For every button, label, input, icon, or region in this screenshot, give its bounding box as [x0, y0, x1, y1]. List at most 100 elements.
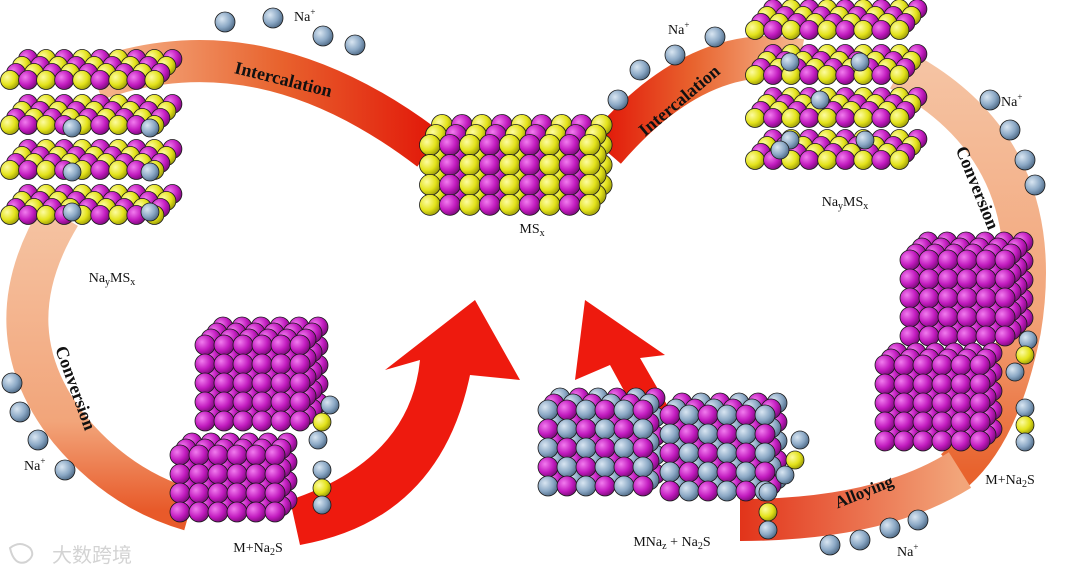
sodium-atom	[697, 423, 719, 445]
sodium-atom	[262, 7, 284, 29]
metal-atom	[251, 372, 273, 394]
sodium-atom	[1024, 174, 1046, 196]
sulfur-atom	[578, 193, 601, 216]
sulfur-atom	[745, 65, 765, 85]
sulfur-atom	[36, 205, 56, 225]
metal-atom	[518, 173, 541, 196]
metal-atom	[931, 373, 953, 395]
metal-atom	[188, 444, 210, 466]
metal-atom	[270, 353, 292, 375]
metal-atom	[478, 173, 501, 196]
metal-atom	[994, 325, 1016, 347]
sulfur-atom	[419, 173, 441, 196]
metal-atom	[270, 391, 292, 413]
metal-atom	[264, 463, 286, 485]
atom-clusters	[0, 0, 1046, 556]
sodium-atom	[1, 372, 23, 394]
sodium-atom	[575, 437, 597, 459]
sulfur-atom	[36, 115, 56, 135]
sulfur-atom	[538, 193, 561, 216]
sodium-atom	[320, 395, 340, 415]
metal-atom	[871, 20, 892, 40]
metal-atom	[950, 411, 972, 433]
sulfur-atom	[0, 205, 20, 225]
metal-atom	[213, 353, 235, 375]
sodium-atom	[678, 480, 700, 502]
metal-atom	[754, 461, 776, 483]
sulfur-atom	[312, 478, 332, 498]
sodium-atom	[999, 119, 1021, 141]
metal-atom	[439, 134, 461, 156]
metal-atom	[245, 482, 267, 504]
metal-atom	[556, 475, 578, 497]
sodium-atom	[758, 520, 778, 540]
metal-atom	[226, 444, 248, 466]
sulfur-atom	[853, 108, 874, 128]
sulfur-atom	[108, 205, 129, 225]
metal-atom	[799, 20, 820, 40]
sodium-atom	[704, 26, 726, 48]
metal-atom	[899, 268, 921, 290]
metal-atom	[969, 354, 991, 376]
metal-atom	[716, 461, 738, 483]
metal-atom	[289, 372, 311, 394]
metal-atom	[956, 249, 978, 271]
metal-atom	[90, 160, 111, 180]
ion-label-left: Na+	[24, 456, 45, 474]
metal-atom	[763, 20, 783, 40]
sulfur-atom	[144, 70, 165, 90]
metal-atom	[169, 463, 191, 485]
sulfur-atom	[0, 160, 20, 180]
sulfur-atom	[578, 154, 601, 176]
sulfur-atom	[853, 20, 874, 40]
sulfur-atom	[745, 20, 765, 40]
metal-atom	[937, 287, 959, 309]
metal-atom	[18, 115, 38, 135]
sodium-atom	[140, 202, 160, 222]
sulfur-atom	[578, 134, 601, 156]
sodium-atom	[214, 11, 236, 33]
metal-atom	[556, 437, 578, 459]
metal-atom	[18, 160, 38, 180]
sulfur-atom	[889, 108, 910, 128]
nayms-right-crystal	[745, 0, 928, 170]
sulfur-atom	[853, 150, 874, 170]
metal-atom	[213, 334, 235, 356]
sulfur-atom	[458, 134, 481, 156]
sodium-atom	[716, 480, 738, 502]
metal-atom	[90, 70, 111, 90]
metal-atom	[754, 423, 776, 445]
metal-atom	[893, 392, 915, 414]
metal-atom	[251, 410, 273, 432]
metal-atom	[558, 193, 581, 216]
metal-atom	[912, 411, 934, 433]
metal-atom	[799, 150, 820, 170]
metal-atom	[632, 475, 654, 497]
metal-atom	[575, 456, 597, 478]
sulfur-atom	[458, 154, 481, 176]
metal-atom	[735, 480, 757, 502]
sodium-atom	[697, 461, 719, 483]
metal-atom	[226, 463, 248, 485]
sodium-atom	[27, 429, 49, 451]
nayms-left-crystal	[0, 49, 183, 225]
sulfur-atom	[578, 173, 601, 196]
metal-atom	[918, 249, 940, 271]
metal-atom	[169, 482, 191, 504]
metal-atom	[207, 463, 229, 485]
metal-atom	[169, 501, 191, 523]
sodium-atom	[754, 442, 776, 464]
watermark: 大数跨境	[8, 543, 132, 567]
metal-atom	[270, 410, 292, 432]
metal-atom	[835, 150, 856, 170]
sulfur-atom	[108, 160, 129, 180]
metal-atom	[799, 65, 820, 85]
metal-atom	[912, 430, 934, 452]
sodium-atom	[819, 534, 841, 556]
sodium-atom	[556, 418, 578, 440]
metal-atom	[18, 70, 38, 90]
m-na2s-right-cluster	[874, 231, 1038, 452]
metal-atom	[912, 354, 934, 376]
sulfur-atom	[1015, 415, 1035, 435]
watermark-logo-icon	[8, 543, 34, 564]
